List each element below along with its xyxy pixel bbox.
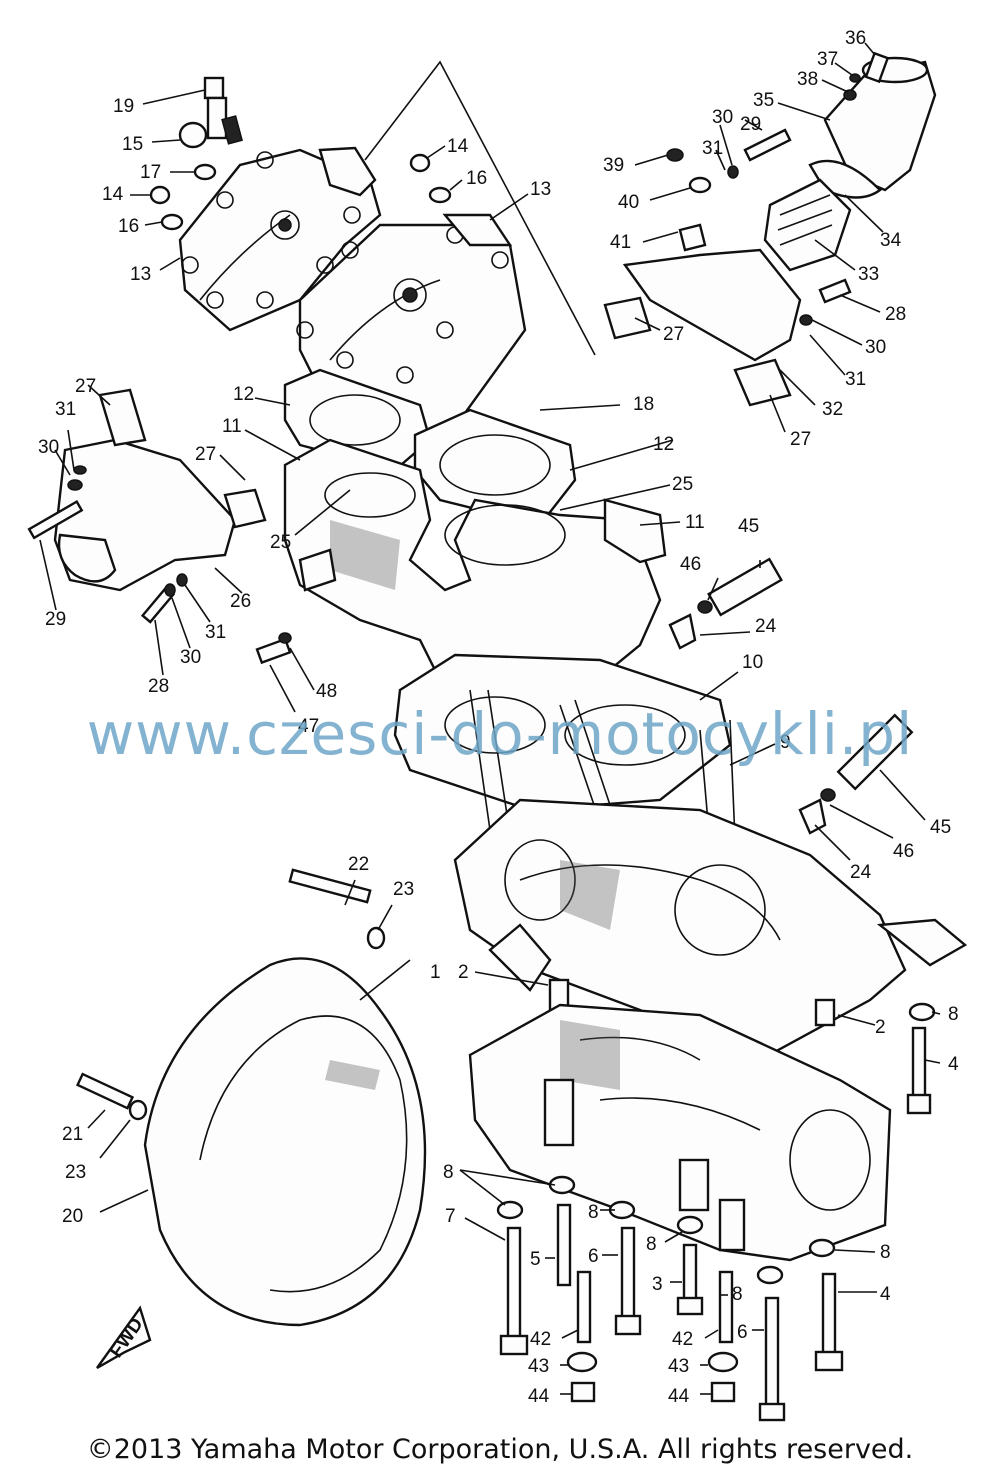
callout-45: 45	[930, 817, 951, 838]
callout-27: 27	[790, 429, 811, 450]
callout-29: 29	[45, 609, 66, 630]
callout-27: 27	[75, 376, 96, 397]
forward-direction-arrow: FWD	[96, 1305, 152, 1370]
callout-20: 20	[62, 1206, 83, 1227]
callout-36: 36	[845, 28, 866, 49]
callout-8: 8	[880, 1242, 891, 1263]
callout-44: 44	[528, 1386, 550, 1407]
callout-13: 13	[530, 179, 551, 200]
thermostat-housing	[763, 51, 937, 272]
callout-23: 23	[393, 879, 414, 900]
callout-41: 41	[610, 232, 631, 253]
callout-24: 24	[850, 862, 872, 883]
callout-4: 4	[948, 1054, 959, 1075]
callout-31: 31	[205, 622, 226, 643]
callout-33: 33	[858, 264, 879, 285]
callout-24: 24	[755, 616, 777, 637]
callout-47: 47	[298, 716, 319, 737]
water-manifold-left	[27, 388, 292, 665]
callout-21: 21	[62, 1124, 83, 1145]
callout-18: 18	[633, 394, 654, 415]
base-gasket	[393, 653, 732, 812]
callout-17: 17	[140, 162, 161, 183]
water-manifold-right	[603, 128, 852, 407]
callout-31: 31	[845, 369, 866, 390]
callout-12: 12	[653, 434, 674, 455]
callout-28: 28	[885, 304, 906, 325]
callout-13: 13	[130, 264, 151, 285]
callout-19: 19	[113, 96, 134, 117]
callout-3: 3	[652, 1274, 663, 1295]
callout-7: 7	[445, 1206, 456, 1227]
callout-8: 8	[948, 1004, 959, 1025]
callout-43: 43	[668, 1356, 689, 1377]
cylinder-block	[283, 438, 667, 702]
callout-48: 48	[316, 681, 337, 702]
callout-44: 44	[668, 1386, 690, 1407]
callout-38: 38	[797, 69, 818, 90]
callout-11: 11	[685, 512, 705, 533]
lower-crankcase	[468, 1003, 892, 1262]
callout-35: 35	[753, 90, 774, 111]
callout-16: 16	[118, 216, 139, 237]
callout-30: 30	[180, 647, 201, 668]
callout-23: 23	[65, 1162, 86, 1183]
callout-8: 8	[646, 1234, 657, 1255]
callout-45: 45	[738, 516, 759, 537]
callout-9: 9	[780, 732, 791, 753]
callout-2: 2	[458, 962, 469, 983]
hoses-fittings	[668, 557, 914, 835]
callout-27: 27	[195, 444, 216, 465]
callout-31: 31	[702, 138, 723, 159]
callout-43: 43	[528, 1356, 549, 1377]
callout-14: 14	[447, 136, 469, 157]
callout-numbers: 36 37 38 35 19 30 29 31 15 14 39 17 16 1…	[38, 28, 959, 1407]
callout-8: 8	[732, 1284, 743, 1305]
callout-46: 46	[893, 841, 914, 862]
callout-46: 46	[680, 554, 701, 575]
copyright-notice: ©2013 Yamaha Motor Corporation, U.S.A. A…	[86, 1434, 914, 1465]
upper-crankcase	[453, 798, 968, 1062]
callout-8: 8	[588, 1202, 599, 1223]
head-nuts-washers	[149, 121, 452, 231]
callout-37: 37	[817, 49, 838, 70]
callout-5: 5	[530, 1249, 541, 1270]
callout-22: 22	[348, 854, 369, 875]
callout-26: 26	[230, 591, 251, 612]
callout-6: 6	[737, 1322, 748, 1343]
callout-28: 28	[148, 676, 169, 697]
callout-10: 10	[742, 652, 763, 673]
callout-8: 8	[443, 1162, 454, 1183]
callout-6: 6	[588, 1246, 599, 1267]
callout-27: 27	[663, 324, 684, 345]
callout-12: 12	[233, 384, 254, 405]
leader-lines	[39, 42, 941, 1395]
callout-32: 32	[822, 399, 843, 420]
callout-31: 31	[55, 399, 76, 420]
crankcase-bolts	[496, 1002, 936, 1422]
callout-29: 29	[740, 114, 761, 135]
callout-25: 25	[672, 474, 693, 495]
callout-40: 40	[618, 192, 639, 213]
callout-30: 30	[865, 337, 886, 358]
flywheel-cover	[75, 868, 427, 1327]
callout-16: 16	[466, 168, 487, 189]
callout-25: 25	[270, 532, 291, 553]
callout-14: 14	[102, 184, 124, 205]
callout-34: 34	[880, 230, 902, 251]
callout-1: 1	[430, 962, 441, 983]
callout-4: 4	[880, 1284, 891, 1305]
callout-11: 11	[222, 416, 242, 437]
callout-15: 15	[122, 134, 143, 155]
callout-42: 42	[672, 1329, 693, 1350]
callout-30: 30	[38, 437, 59, 458]
spark-plug	[203, 76, 243, 145]
callout-2: 2	[875, 1017, 886, 1038]
callout-30: 30	[712, 107, 733, 128]
callout-39: 39	[603, 155, 624, 176]
callout-42: 42	[530, 1329, 551, 1350]
